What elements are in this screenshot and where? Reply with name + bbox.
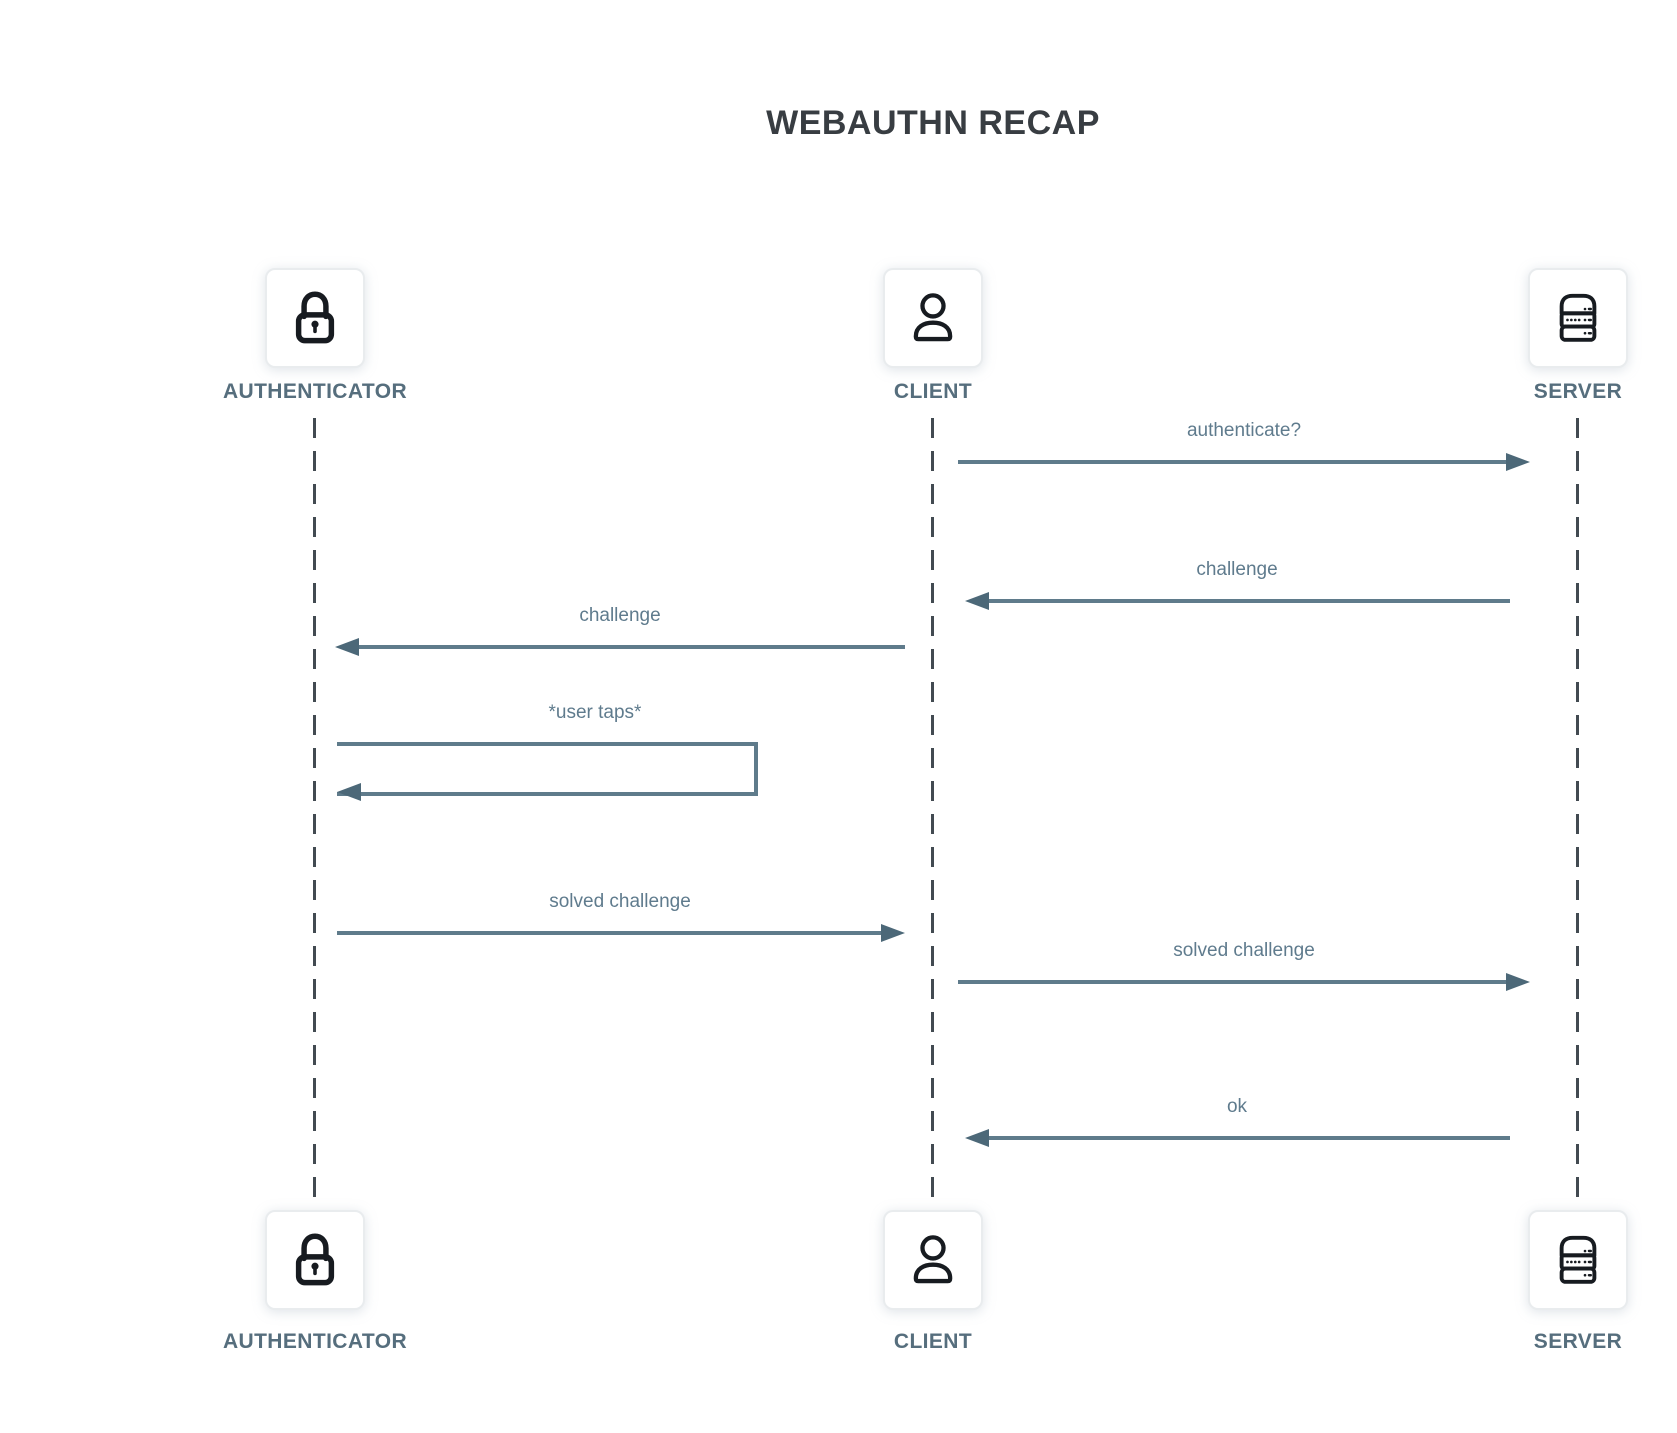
client-caption-bottom: CLIENT [893, 1330, 973, 1353]
lifeline-server [1576, 418, 1579, 1208]
user-icon [913, 1235, 953, 1284]
message-line-challenge-client [359, 645, 905, 649]
authenticator-caption-bottom: AUTHENTICATOR [222, 1330, 408, 1353]
server-caption-top: SERVER [1533, 380, 1623, 403]
message-line-authenticate [958, 460, 1508, 464]
lock-icon [295, 291, 335, 344]
lifeline-authenticator [313, 418, 316, 1208]
arrowhead-left-icon [335, 638, 359, 656]
message-line-solved-auth [337, 931, 882, 935]
message-label-ok: ok [1226, 1096, 1248, 1117]
arrowhead-right-icon [881, 924, 905, 942]
arrowhead-right-icon [1506, 973, 1530, 991]
server-node-bottom [1528, 1210, 1628, 1310]
server-icon [1559, 293, 1597, 342]
server-icon [1559, 1235, 1597, 1284]
message-line-solved-client [958, 980, 1508, 984]
message-label-user-taps: *user taps* [548, 702, 642, 723]
arrowhead-left-icon [337, 783, 361, 801]
user-icon [913, 293, 953, 342]
authenticator-node-top [265, 268, 365, 368]
client-node-top [883, 268, 983, 368]
lifeline-client [931, 418, 934, 1208]
server-node-top [1528, 268, 1628, 368]
message-label-solved-auth: solved challenge [549, 891, 691, 912]
diagram-title: WEBAUTHN RECAP [766, 104, 1100, 142]
authenticator-node-bottom [265, 1210, 365, 1310]
authenticator-caption-top: AUTHENTICATOR [222, 380, 408, 403]
self-loop-user-taps [337, 742, 758, 796]
arrowhead-left-icon [965, 592, 989, 610]
message-label-solved-client: solved challenge [1173, 940, 1315, 961]
server-caption-bottom: SERVER [1533, 1330, 1623, 1353]
message-line-challenge-server [989, 599, 1510, 603]
message-line-ok [989, 1136, 1510, 1140]
lock-icon [295, 1233, 335, 1286]
arrowhead-right-icon [1506, 453, 1530, 471]
client-caption-top: CLIENT [893, 380, 973, 403]
message-label-challenge-server: challenge [1196, 559, 1278, 580]
message-label-challenge-client: challenge [579, 605, 661, 626]
arrowhead-left-icon [965, 1129, 989, 1147]
client-node-bottom [883, 1210, 983, 1310]
message-label-authenticate: authenticate? [1186, 420, 1302, 441]
